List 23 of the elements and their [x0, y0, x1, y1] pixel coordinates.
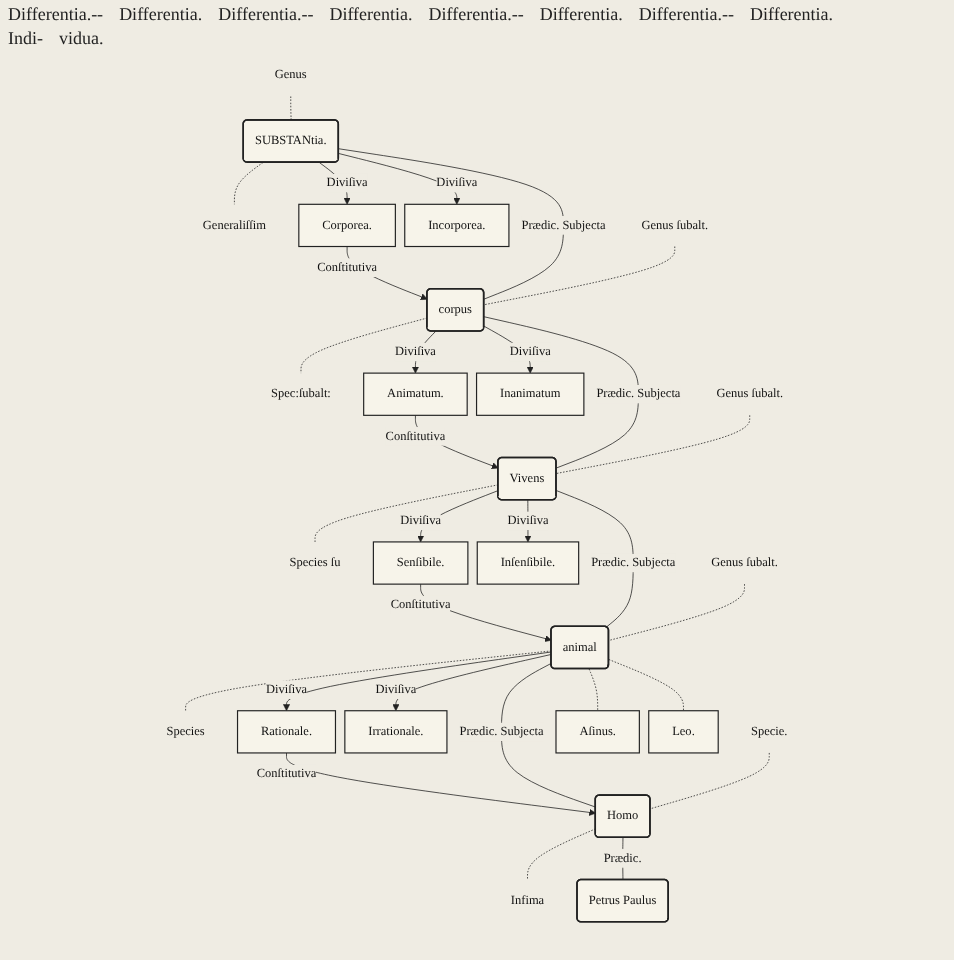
row-label: Differentia.--	[8, 4, 104, 24]
connector	[290, 96, 292, 121]
node-caption: vidua.	[59, 28, 104, 48]
row-label: Differentia.--	[638, 4, 734, 24]
connector	[608, 583, 745, 641]
connector	[608, 659, 684, 712]
connector	[649, 752, 770, 810]
node-caption: Indi-	[8, 28, 43, 48]
connector	[501, 662, 596, 808]
row-label: Differentia.--	[218, 4, 314, 24]
connector	[556, 490, 634, 628]
row-label: Differentia.	[119, 4, 203, 24]
row-label: Differentia.	[749, 4, 834, 24]
connector	[588, 668, 599, 712]
row-label: Differentia.	[539, 4, 623, 24]
connector	[234, 162, 264, 205]
connector	[622, 837, 624, 881]
connector	[556, 414, 751, 474]
row-label: Differentia.--	[428, 4, 524, 24]
connector	[483, 246, 676, 306]
connector	[527, 828, 596, 880]
connector	[300, 317, 428, 374]
row-label: Differentia.	[329, 4, 413, 24]
